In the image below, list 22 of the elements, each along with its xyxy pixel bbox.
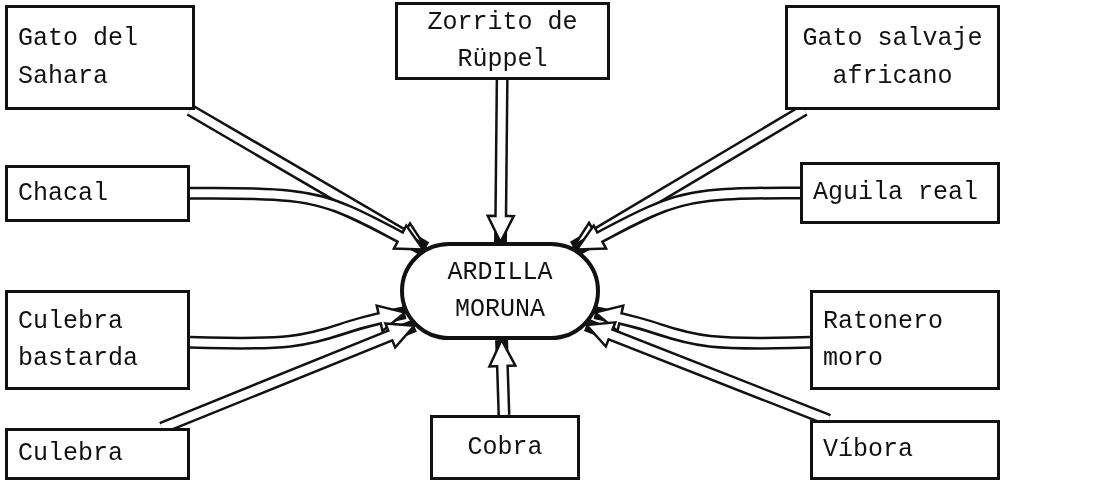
node-label: Culebra [18, 438, 124, 471]
process-box [5, 428, 190, 480]
process-box [5, 165, 190, 222]
node-label: Ratonero moro [823, 305, 945, 375]
node-label: Zorrito de Rüppel [426, 6, 579, 76]
node-label: Culebra bastarda [18, 305, 140, 375]
node-label: Aguila real [813, 177, 979, 210]
process-box [810, 290, 1000, 390]
rounded-box [400, 242, 600, 340]
node-label: Cobra [467, 431, 543, 464]
node-label: ARDILLA MORUNA [446, 256, 554, 326]
process-box [785, 5, 1000, 110]
process-box [5, 5, 195, 110]
process-box [800, 162, 1000, 224]
node-label: Chacal [18, 177, 108, 210]
process-box [395, 2, 610, 80]
node-label: Gato salvaje africano [801, 23, 984, 93]
process-box [810, 420, 1000, 480]
process-box [430, 415, 580, 480]
node-label: Víbora [823, 434, 913, 467]
node-label: Gato del Sahara [18, 23, 140, 93]
process-box [5, 290, 190, 390]
